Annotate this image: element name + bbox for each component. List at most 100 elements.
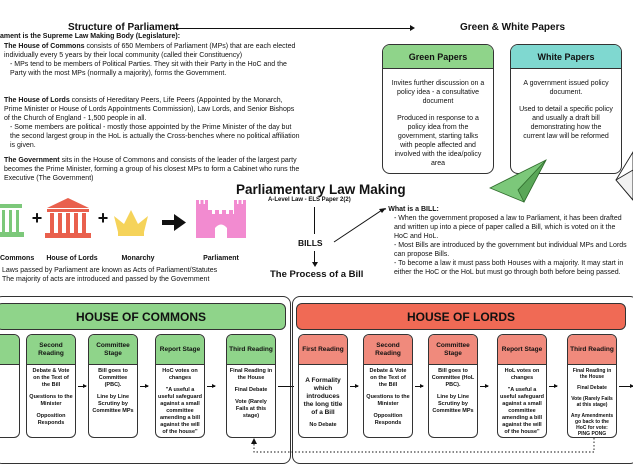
bill-info-item: - To become a law it must pass both Hous… xyxy=(394,260,624,276)
commons-building-icon xyxy=(0,204,24,237)
bills-label: BILLS xyxy=(298,238,323,248)
hoc-third-reading: Third Reading Final Reading in the House… xyxy=(226,334,276,438)
stage-header xyxy=(0,335,19,365)
stage-line: Line by Line Scrutiny by Committee MPs xyxy=(432,394,474,414)
parliament-icons: + + xyxy=(0,198,246,238)
commons-icon-label: Commons xyxy=(0,255,35,262)
hoc-first-reading-partial xyxy=(0,334,20,438)
stage-line: HoL votes on changes xyxy=(504,368,540,381)
lords-text: consists of Hereditary Peers, Life Peers… xyxy=(4,97,295,122)
stage-line: No Debate xyxy=(309,422,337,428)
hol-committee-stage: Committee Stage Bill goes to Committee (… xyxy=(428,334,478,438)
commons-lead: The House of Commons xyxy=(4,43,85,50)
stage-title: First Reading xyxy=(299,335,347,365)
stage-arrow xyxy=(415,384,424,388)
stage-arrow xyxy=(207,384,216,388)
green-paper-plane-icon xyxy=(489,159,547,203)
castle-icon xyxy=(196,200,246,238)
government-lead: The Government xyxy=(4,157,60,164)
stage-arrow xyxy=(549,384,558,388)
stage-line: "A useful a useful safeguard against a s… xyxy=(158,387,203,435)
commons-text: consists of 650 Members of Parliament (M… xyxy=(4,43,296,59)
houses-connector xyxy=(278,386,294,387)
plus-icon: + xyxy=(98,208,109,228)
stage-line: HoC votes on changes xyxy=(162,368,198,381)
bill-info-item: - Most Bills are introduced by the gover… xyxy=(394,242,627,258)
white-papers-p2: Used to detail a specific policy and usu… xyxy=(519,106,613,140)
stage-line: Any Amendments go back to the HoC for vo… xyxy=(570,413,614,437)
stage-line: Line by Line Scrutiny by Committee MPs xyxy=(92,394,134,414)
white-papers-card: White Papers A government issued policy … xyxy=(510,44,622,174)
structure-divider xyxy=(172,28,412,29)
hoc-title: HOUSE OF COMMONS xyxy=(0,303,286,330)
lords-building-icon xyxy=(45,198,91,238)
structure-arrow-head xyxy=(410,25,415,31)
stage-arrow xyxy=(78,384,87,388)
white-papers-p1: A government issued policy document. xyxy=(523,80,609,96)
stage-line: Final Debate xyxy=(577,385,607,391)
bill-info-list: - When the government proposed a law to … xyxy=(394,214,630,277)
ping-pong-return-path xyxy=(251,438,595,453)
stage-line: Questions to the Minister xyxy=(366,394,410,407)
stage-line: Vote (Rarely Fails at this stage) xyxy=(571,396,613,408)
stage-body: Final Reading in the House Final Debate … xyxy=(568,365,616,437)
acts-line-1: Laws passed by Parliament are known as A… xyxy=(2,267,218,274)
stage-title: Committee Stage xyxy=(429,335,477,365)
monarchy-icon-label: Monarchy xyxy=(121,255,155,262)
hol-title: HOUSE OF LORDS xyxy=(296,303,626,330)
crown-icon xyxy=(114,210,148,236)
stage-body: Debate & Vote on the Text of the Bill Qu… xyxy=(364,365,412,435)
stage-title: Committee Stage xyxy=(89,335,137,365)
paper-planes-icon xyxy=(489,151,633,203)
supreme-body-line: ament is the Supreme Law Making Body (Le… xyxy=(0,33,181,40)
stage-title: Report Stage xyxy=(156,335,204,365)
bill-info-heading: - What is a BILL: xyxy=(384,206,439,213)
hol-report-stage: Report Stage HoL votes on changes "A use… xyxy=(497,334,547,438)
hol-second-reading: Second Reading Debate & Vote on the Text… xyxy=(363,334,413,438)
green-papers-body: Invites further discussion on a policy i… xyxy=(383,69,493,173)
main-title: Parliamentary Law Making xyxy=(236,182,406,197)
stage-line: Opposition Responds xyxy=(373,413,403,426)
stage-line: Debate & Vote on the Text of the Bill xyxy=(369,368,407,388)
stage-arrow xyxy=(619,384,633,388)
bill-info-item: - When the government proposed a law to … xyxy=(394,215,622,240)
hol-section-frame xyxy=(292,296,633,464)
stage-line: Debate & Vote on the Text of the Bill xyxy=(32,368,70,388)
stage-body: Debate & Vote on the Text of the Bill Qu… xyxy=(27,365,75,435)
structure-title: Structure of Parliament xyxy=(68,22,179,33)
government-text: sits in the House of Commons and consist… xyxy=(4,157,300,182)
lords-bullet: - Some members are political - mostly th… xyxy=(10,124,300,149)
plus-icon: + xyxy=(32,208,43,228)
process-title: The Process of a Bill xyxy=(270,269,364,280)
hol-third-reading: Third Reading Final Reading in the House… xyxy=(567,334,617,438)
stage-line: Opposition Responds xyxy=(36,413,66,426)
stage-body: Bill goes to Committee (HoL PBC). Line b… xyxy=(429,365,477,423)
stage-line: Vote (Rarely Fails at this stage) xyxy=(235,399,267,419)
government-description: The Government sits in the House of Comm… xyxy=(4,156,300,183)
hoc-second-reading: Second Reading Debate & Vote on the Text… xyxy=(26,334,76,438)
stage-title: Report Stage xyxy=(498,335,546,365)
stage-line: Final Debate xyxy=(234,387,268,393)
stage-line: "A useful a useful safeguard against a s… xyxy=(500,387,545,435)
stage-body: HoL votes on changes "A useful a useful … xyxy=(498,365,546,437)
hoc-report-stage: Report Stage HoC votes on changes "A use… xyxy=(155,334,205,438)
hoc-committee-stage: Committee Stage Bill goes to Committee (… xyxy=(88,334,138,438)
stage-body: A Formality which introduces the long ti… xyxy=(299,365,347,437)
parliament-icon-label: Parliament xyxy=(203,255,239,262)
stage-body: HoC votes on changes "A useful a useful … xyxy=(156,365,204,437)
stage-line: Final Reading in the House xyxy=(572,368,612,380)
acts-line-2: The majority of acts are introduced and … xyxy=(2,276,210,283)
bills-connector-arrow xyxy=(333,208,386,243)
stage-title: Second Reading xyxy=(364,335,412,365)
stage-line: A Formality which introduces the long ti… xyxy=(303,377,343,416)
lords-description: The House of Lords consists of Hereditar… xyxy=(4,96,300,150)
connector-line xyxy=(314,207,315,234)
stage-line: Final Reading in the House xyxy=(229,368,273,381)
white-papers-body: A government issued policy document. Use… xyxy=(511,69,621,155)
lords-icon-label: House of Lords xyxy=(46,255,98,262)
green-papers-title: Green Papers xyxy=(383,45,493,69)
white-papers-title: White Papers xyxy=(511,45,621,69)
stage-body: Final Reading in the House Final Debate … xyxy=(227,365,275,428)
right-arrow-icon xyxy=(162,214,186,231)
white-paper-plane-icon xyxy=(615,151,633,201)
